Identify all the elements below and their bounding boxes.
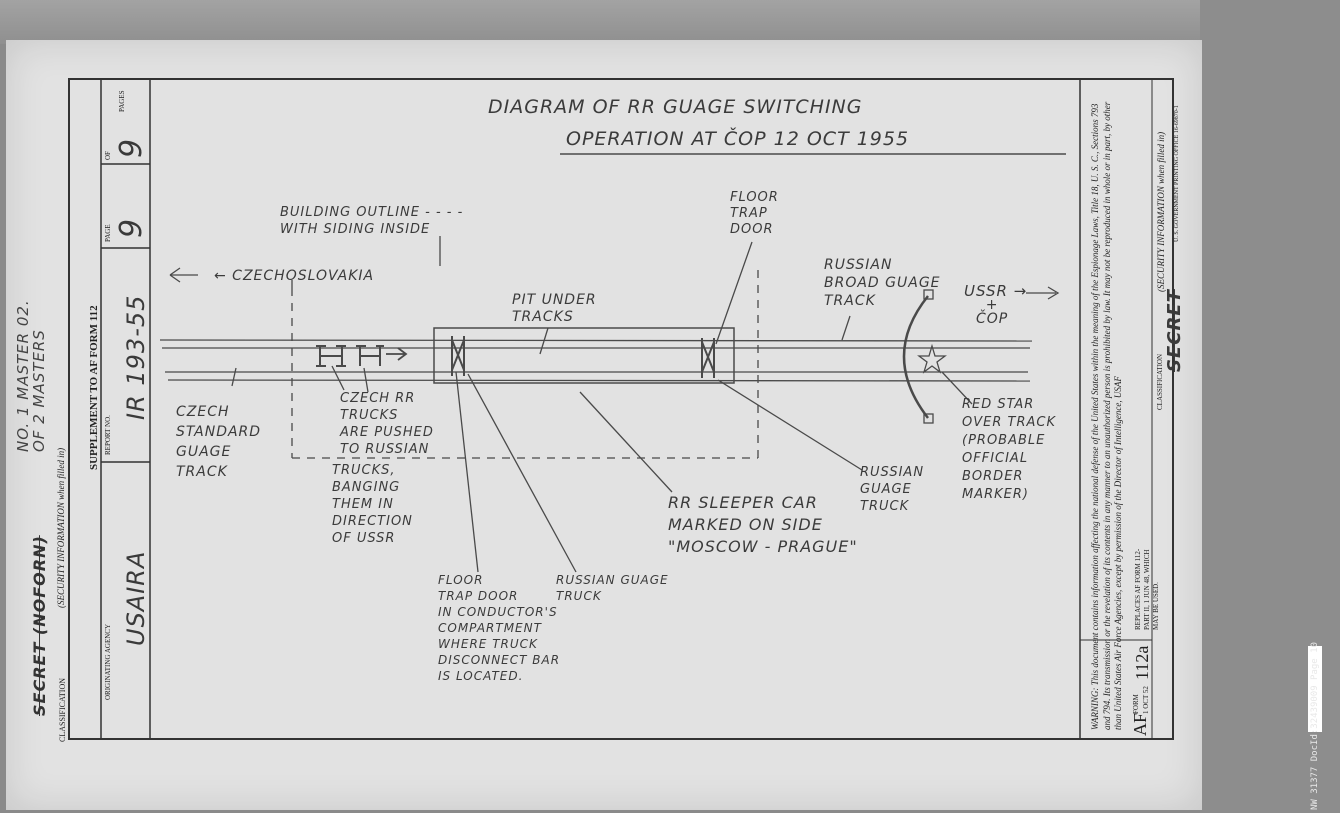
classification-caption-footer: CLASSIFICATION	[1156, 353, 1164, 410]
czech-trucks-leader-2	[363, 367, 369, 393]
form-id-prefix: AF	[1130, 712, 1150, 736]
ussr-arrow	[1026, 286, 1060, 300]
label-sleeper-car: RR SLEEPER CAR MARKED ON SIDE "MOSCOW - …	[668, 493, 858, 556]
trap-door-leader	[715, 241, 753, 345]
label-trucks-banging: TRUCKS, BANGING THEM IN DIRECTION OF USS…	[332, 463, 413, 546]
border-post-top	[923, 289, 934, 300]
label-red-star: RED STAR OVER TRACK (PROBABLE OFFICIAL B…	[962, 397, 1056, 502]
sleeper-leader	[579, 391, 673, 493]
label-building-outline: BUILDING OUTLINE - - - - WITH SIDING INS…	[280, 205, 464, 237]
document-sheet	[6, 40, 1202, 810]
form-frame	[68, 78, 1174, 740]
label-czech-trucks: CZECH RR TRUCKS ARE PUSHED TO RUSSIAN	[340, 391, 434, 457]
label-russian-guage-truck-right: RUSSIAN GUAGE TRUCK	[860, 465, 925, 514]
diagram-title-line2: OPERATION AT ČOP 12 OCT 1955	[566, 128, 910, 150]
label-russian-guage-truck-bottom: RUSSIAN GUAGE TRUCK	[556, 573, 669, 603]
red-star-leader	[941, 371, 973, 405]
russian-track-leader	[841, 315, 851, 341]
track-rail-top-outer	[159, 339, 1033, 342]
label-russian-broad-track: RUSSIAN BROAD GUAGE TRACK	[824, 257, 941, 309]
czechoslovakia-arrow	[169, 267, 198, 283]
label-cop: + ČOP	[976, 297, 1009, 327]
form-date: 1 OCT 52	[1142, 686, 1150, 714]
czech-truck-2	[356, 345, 384, 366]
replaces-note: REPLACES AF FORM 112-PART II, 1 JUN 48, …	[1134, 548, 1160, 630]
form-word: FORM	[1132, 694, 1140, 714]
label-pit-under-tracks: PIT UNDER TRACKS	[512, 292, 597, 325]
czech-trucks-leader-1	[331, 365, 345, 391]
red-star	[917, 343, 947, 374]
pit-leader	[539, 327, 549, 355]
label-czech-standard-track: CZECH STANDARD GUAGE TRACK	[176, 404, 262, 480]
diagram-title-line1: DIAGRAM OF RR GUAGE SWITCHING	[488, 96, 863, 118]
russian-truck-left	[451, 336, 465, 376]
scan-label-box	[1308, 646, 1322, 732]
pit-under-tracks	[433, 327, 735, 384]
label-conductor-trap-door: FLOOR TRAP DOOR IN CONDUCTOR'S COMPARTME…	[438, 573, 561, 683]
archive-stamp: NW 31377 DocId:32439009 Page 10	[1310, 642, 1320, 810]
czech-track-leader	[231, 367, 237, 387]
border-arch	[902, 295, 929, 419]
printing-office: U. S. GOVERNMENT PRINTING OFFICE 16-6987…	[1174, 105, 1180, 242]
russian-truck-bottom-leader	[467, 373, 577, 573]
building-outline	[291, 265, 759, 459]
track-rail-bottom-outer	[167, 379, 1031, 382]
security-info-footer: (SECURITY INFORMATION when filled in)	[1156, 131, 1166, 292]
label-floor-trap-door: FLOOR TRAP DOOR	[730, 190, 779, 237]
classification-handwritten-footer: SECRET	[1164, 289, 1185, 372]
label-czechoslovakia: ← CZECHOSLOVAKIA	[214, 268, 375, 284]
scan-background-top	[0, 0, 1340, 44]
czech-truck-1	[316, 345, 346, 367]
border-post-bottom	[923, 413, 934, 424]
russian-truck-right	[701, 338, 715, 378]
espionage-warning: WARNING: This document contains informat…	[1090, 101, 1123, 730]
russian-truck-leader	[717, 379, 863, 471]
conductor-leader	[455, 371, 479, 573]
label-ussr: USSR →	[964, 282, 1028, 300]
push-arrow	[386, 347, 408, 361]
form-number: 112a	[1132, 645, 1152, 680]
